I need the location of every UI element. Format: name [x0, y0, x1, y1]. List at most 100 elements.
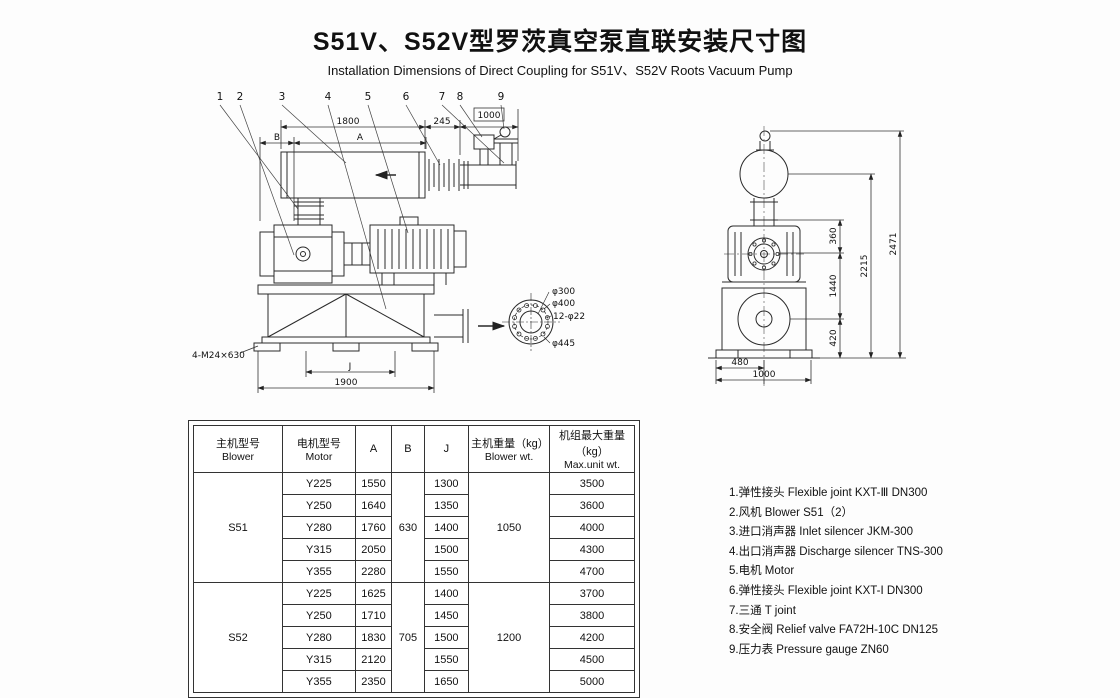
header-blower-wt: 主机重量（kg）Blower wt.: [468, 425, 550, 473]
cell-motor: Y225: [282, 472, 356, 495]
cell-blower-model: S52: [193, 582, 283, 693]
cell-a: 2280: [354, 560, 393, 583]
cell-a: 1625: [354, 582, 393, 605]
dim-1440: 1440: [829, 274, 839, 297]
legend-item: 6.弹性接头 Flexible joint KXT-I DN300: [729, 584, 923, 597]
header-max-wt: 机组最大重量（kg）Max.unit wt.: [548, 425, 636, 473]
cell-max-weight: 5000: [548, 670, 636, 693]
cell-motor: Y315: [282, 538, 356, 561]
dim-a: A: [357, 133, 364, 143]
callout-8: 8: [457, 91, 464, 103]
callout-3: 3: [279, 91, 286, 103]
cell-j: 1550: [423, 648, 470, 671]
cell-j: 1500: [423, 626, 470, 649]
legend-item: 4.出口消声器 Discharge silencer TNS-300: [729, 545, 943, 558]
side-dimension-lines: [715, 130, 906, 384]
cell-a: 1640: [354, 494, 393, 517]
cell-motor: Y355: [282, 670, 356, 693]
cell-a: 1830: [354, 626, 393, 649]
dim-245: 245: [433, 117, 450, 127]
cell-max-weight: 3600: [548, 494, 636, 517]
table-row: Y315 2120 1550 4500: [194, 648, 636, 671]
callout-7: 7: [439, 91, 446, 103]
cell-a: 1710: [354, 604, 393, 627]
dim-1800: 1800: [337, 117, 360, 127]
cell-motor: Y250: [282, 494, 356, 517]
cell-max-weight: 4700: [548, 560, 636, 583]
cell-j: 1400: [423, 582, 470, 605]
dim-360: 360: [829, 227, 839, 244]
callout-5: 5: [365, 91, 372, 103]
cell-j: 1300: [423, 472, 470, 495]
table-row: Y280 1760 1400 4000: [194, 516, 636, 539]
legend-item: 3.进口消声器 Inlet silencer JKM-300: [729, 526, 914, 539]
cell-motor: Y225: [282, 582, 356, 605]
side-machine-linework: [708, 126, 820, 386]
callout-1: 1: [217, 91, 224, 103]
table-row: Y280 1830 1500 4200: [194, 626, 636, 649]
cell-a: 2050: [354, 538, 393, 561]
flange-dim-bolts: 12-φ22: [553, 312, 585, 322]
page-title: S51V、S52V型罗茨真空泵直联安装尺寸图: [312, 28, 808, 56]
callout-6: 6: [403, 91, 410, 103]
table-row: Y315 2050 1500 4300: [194, 538, 636, 561]
front-machine-linework: [253, 126, 518, 352]
cell-a: 1760: [354, 516, 393, 539]
cell-max-weight: 3700: [548, 582, 636, 605]
dim-480: 480: [731, 358, 748, 368]
cell-motor: Y355: [282, 560, 356, 583]
callout-2: 2: [237, 91, 244, 103]
cell-j: 1400: [423, 516, 470, 539]
cell-b: 705: [391, 582, 425, 693]
parts-legend: 1.弹性接头 Flexible joint KXT-Ⅲ DN300 2.风机 B…: [729, 484, 943, 660]
legend-item: 9.压力表 Pressure gauge ZN60: [729, 643, 889, 656]
cell-j: 1550: [423, 560, 470, 583]
header-j: J: [423, 425, 470, 473]
front-dimension-lines: [239, 107, 519, 393]
cell-motor: Y250: [282, 604, 356, 627]
cell-max-weight: 3800: [548, 604, 636, 627]
cell-b: 630: [391, 472, 425, 583]
dim-1000-boxed: 1000: [478, 111, 501, 121]
cell-max-weight: 4500: [548, 648, 636, 671]
table-row: S52 Y225 1625 705 1400 1200 3700: [193, 582, 636, 693]
legend-item: 8.安全阀 Relief valve FA72H-10C DN125: [729, 624, 938, 637]
header-a: A: [354, 425, 393, 473]
callout-9: 9: [498, 91, 505, 103]
cell-max-weight: 4000: [548, 516, 636, 539]
cell-motor: Y280: [282, 626, 356, 649]
legend-item: 1.弹性接头 Flexible joint KXT-Ⅲ DN300: [729, 487, 928, 499]
table-row: Y355 2350 1650 5000: [194, 670, 636, 693]
dim-j: J: [348, 362, 352, 372]
cell-j: 1650: [423, 670, 470, 693]
legend-item: 7.三通 T joint: [729, 604, 796, 617]
table-row: S51 Y225 1550 630 1300 1050 3500: [193, 472, 636, 583]
cell-motor: Y315: [282, 648, 356, 671]
page-subtitle: Installation Dimensions of Direct Coupli…: [327, 63, 793, 78]
dim-2471: 2471: [889, 233, 899, 256]
cell-a: 1550: [354, 472, 393, 495]
dim-1000-side: 1000: [753, 370, 776, 380]
dim-2215: 2215: [860, 255, 870, 278]
cell-blower-model: S51: [193, 472, 283, 583]
cell-j: 1450: [423, 604, 470, 627]
cell-a: 2350: [354, 670, 393, 693]
flange-detail: [502, 291, 560, 351]
flange-dim-445: φ445: [552, 339, 575, 349]
dim-b: B: [274, 133, 280, 143]
cell-motor: Y280: [282, 516, 356, 539]
cell-a: 2120: [354, 648, 393, 671]
callout-4: 4: [325, 91, 332, 103]
cell-max-weight: 3500: [548, 472, 636, 495]
flange-dim-300: φ300: [552, 287, 575, 297]
legend-item: 2.风机 Blower S51（2）: [729, 506, 853, 519]
cell-j: 1500: [423, 538, 470, 561]
cell-max-weight: 4200: [548, 626, 636, 649]
dim-1900: 1900: [335, 378, 358, 388]
cell-max-weight: 4300: [548, 538, 636, 561]
legend-item: 5.电机 Motor: [729, 565, 795, 578]
anchor-bolt-note: 4-M24×630: [192, 351, 245, 361]
